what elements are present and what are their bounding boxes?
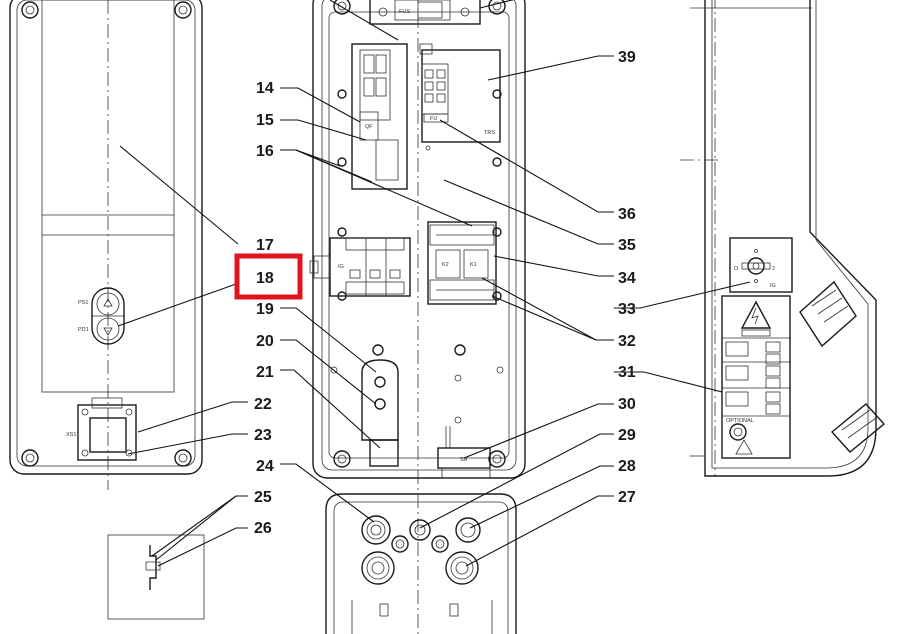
cable-gland-icon — [361, 551, 395, 585]
bottom-terminal — [369, 426, 491, 479]
hinge-block — [799, 280, 857, 348]
selector-ig-label: IG — [770, 283, 776, 289]
fu-label: FU — [430, 116, 437, 122]
callout-19: 19 — [256, 301, 274, 318]
callout-25: 25 — [254, 489, 272, 506]
callout-20: 20 — [256, 333, 274, 350]
socket-xs1 — [77, 397, 137, 461]
screw-icon — [21, 449, 39, 467]
pd1-label: PD1 — [78, 327, 89, 333]
hinge-block — [830, 403, 886, 453]
screw-icon — [333, 450, 351, 468]
push-button-pair — [91, 287, 125, 345]
breaker-module — [351, 43, 408, 190]
control-panel — [721, 295, 791, 459]
screw-icon — [174, 449, 192, 467]
callout-21: 21 — [256, 364, 274, 381]
callout-numbers: 14 15 16 17 18 19 20 21 22 23 24 25 26 2… — [254, 49, 636, 537]
main-enclosure: FUS QF TRS FU — [309, 0, 526, 490]
cable-gland-icon — [445, 551, 479, 585]
front-cover-panel: PS1 PD1 XS1 — [9, 0, 203, 490]
callout-33: 33 — [618, 301, 636, 318]
bracket — [330, 344, 504, 441]
callout-28: 28 — [618, 458, 636, 475]
selector-switch-panel — [729, 237, 793, 293]
transformer-trs — [419, 43, 501, 143]
screw-icon — [174, 1, 192, 19]
callout-29: 29 — [618, 427, 636, 444]
cable-gland-icon — [431, 535, 449, 553]
callout-24: 24 — [256, 458, 274, 475]
callout-17: 17 — [256, 237, 274, 254]
trs-label: TRS — [484, 130, 495, 136]
callout-16: 16 — [256, 143, 274, 160]
cable-gland-icon — [455, 517, 481, 543]
cable-gland-icon — [361, 515, 391, 545]
screw-icon — [333, 0, 351, 15]
din-rail-detail — [107, 534, 205, 620]
side-view: O 2 IG OPTIONAL — [680, 0, 886, 477]
cable-gland-icon — [391, 535, 409, 553]
ig-label: IG — [338, 264, 344, 270]
gland-plate — [325, 493, 517, 634]
contactors — [427, 221, 497, 305]
screw-icon — [488, 450, 506, 468]
callout-14: 14 — [256, 80, 274, 97]
callout-34: 34 — [618, 270, 636, 287]
selector-2-label: 2 — [772, 266, 775, 272]
rail-screws — [337, 89, 502, 301]
callout-36: 36 — [618, 206, 636, 223]
callout-35: 35 — [618, 237, 636, 254]
callout-26: 26 — [254, 520, 272, 537]
callout-18: 18 — [256, 270, 274, 287]
callout-30: 30 — [618, 396, 636, 413]
callout-32: 32 — [618, 333, 636, 350]
k1-label: K1 — [470, 262, 477, 268]
callout-22: 22 — [254, 396, 272, 413]
qf-label: QF — [365, 124, 373, 130]
callout-23: 23 — [254, 427, 272, 444]
cable-gland-icon — [409, 519, 431, 541]
fuse-holder-top — [369, 0, 481, 25]
callout-39: 39 — [618, 49, 636, 66]
k2-label: K2 — [442, 262, 449, 268]
ps1-label: PS1 — [78, 300, 88, 306]
callout-31: 31 — [618, 364, 636, 381]
optional-label: OPTIONAL — [726, 418, 754, 424]
highlight-box — [234, 253, 303, 300]
screw-icon — [21, 1, 39, 19]
xs1-label: XS1 — [66, 432, 76, 438]
sa-label: SA — [460, 457, 468, 463]
leader-lines — [117, 0, 751, 567]
callout-15: 15 — [256, 112, 274, 129]
callout-27: 27 — [618, 489, 636, 506]
fus-label: FUS — [399, 9, 410, 15]
main-switch-ig — [309, 237, 411, 297]
selector-o-label: O — [734, 266, 739, 272]
